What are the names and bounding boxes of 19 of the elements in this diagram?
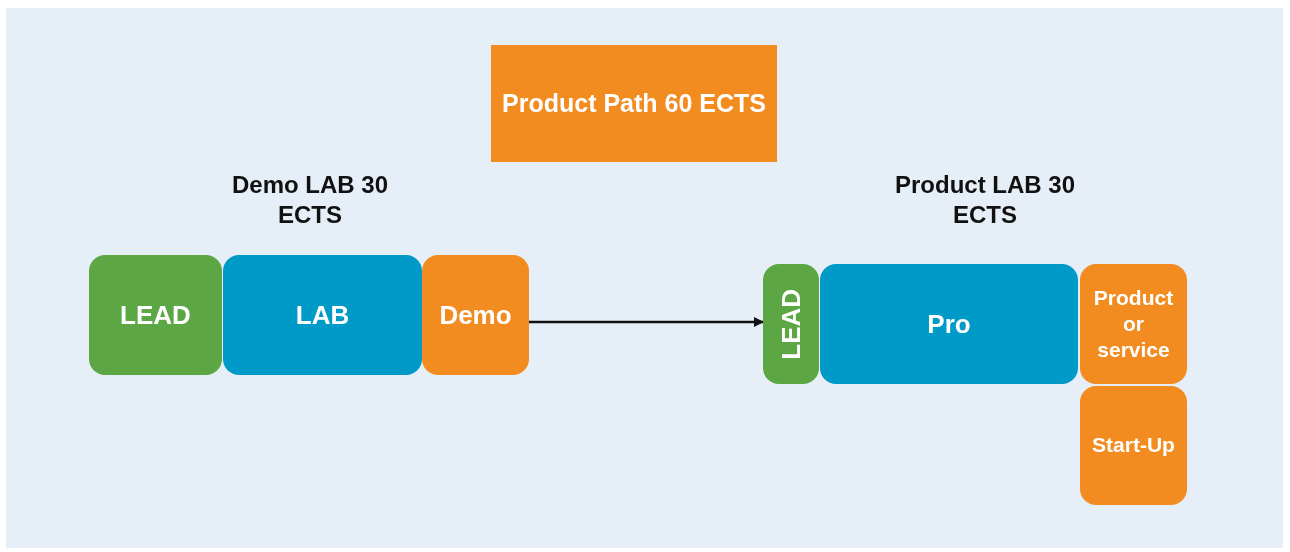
module-label: Product or service — [1092, 284, 1175, 364]
module-label: Pro — [927, 307, 971, 341]
module-label: LEAD — [774, 288, 807, 360]
module-box — [1080, 264, 1187, 384]
arrow — [529, 317, 764, 327]
group-heading: Demo LAB 30 ECTS — [230, 170, 389, 230]
module-box — [1080, 386, 1187, 505]
module-box — [763, 264, 819, 384]
module-label: Product Path 60 ECTS — [502, 87, 766, 119]
module-label: Demo — [439, 298, 512, 332]
module-box — [89, 255, 222, 375]
group-heading: Product LAB 30 ECTS — [894, 170, 1076, 230]
module-label: Start-Up — [1092, 432, 1175, 459]
module-box — [223, 255, 422, 375]
title-box — [491, 45, 777, 162]
module-box — [422, 255, 529, 375]
module-box — [820, 264, 1078, 384]
module-label: LEAD — [120, 298, 191, 332]
module-label: LAB — [295, 298, 350, 332]
